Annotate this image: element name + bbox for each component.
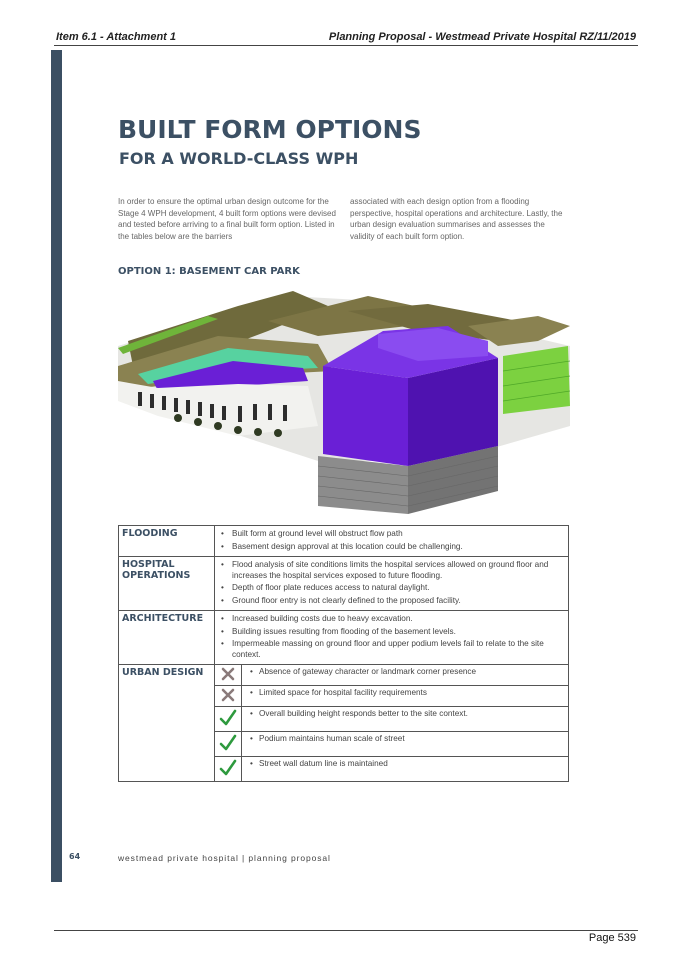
category-flooding: FLOODING [118,525,215,557]
basement-podium-front [318,456,408,514]
category-architecture: ARCHITECTURE [118,610,215,665]
table-row-urban-3: Overall building height responds better … [119,706,569,732]
hospital-cell: Flood analysis of site conditions limits… [214,556,569,611]
cross-icon [214,664,242,686]
page-subtitle: FOR A WORLD-CLASS WPH [119,149,359,168]
page-number: Page 539 [588,932,636,944]
roof-back-left [128,291,328,366]
option-table: FLOODING Built form at ground level will… [118,525,569,782]
tick-icon [214,756,242,782]
hospital-item: Depth of floor plate reduces access to n… [218,583,565,594]
intro-column-1: In order to ensure the optimal urban des… [118,197,336,241]
tower-upper [378,328,488,361]
category-urban-design: URBAN DESIGN [118,664,215,782]
table-row-urban-5: Street wall datum line is maintained [119,756,569,782]
architecture-item: Increased building costs due to heavy ex… [218,614,565,625]
footer-page-number: 64 [69,852,81,861]
table-row-architecture: ARCHITECTURE Increased building costs du… [118,610,569,665]
table-row-flooding: FLOODING Built form at ground level will… [118,525,569,557]
tower-side [408,358,498,466]
category-hospital-operations: HOSPITAL OPERATIONS [118,556,215,611]
urban-item: Absence of gateway character or landmark… [241,664,569,686]
green-strip-left [118,316,218,354]
tower-front [323,366,408,466]
sidebar-bar [51,50,62,882]
purple-roof-left [153,361,308,391]
facade-left-wing [118,381,318,436]
intro-column-2: associated with each design option from … [350,197,563,241]
tick-icon [214,706,242,732]
table-row-hospital: HOSPITAL OPERATIONS Flood analysis of si… [118,556,569,611]
urban-item: Street wall datum line is maintained [241,756,569,782]
header-rule [54,45,638,46]
urban-item: Limited space for hospital facility requ… [241,685,569,707]
facade-windows [138,392,287,422]
footer-text: westmead private hospital | planning pro… [118,853,331,863]
basement-podium-side [408,446,498,514]
architecture-cell: Increased building costs due to heavy ex… [214,610,569,665]
flooding-item: Built form at ground level will obstruct… [218,529,565,540]
footer-rule [54,930,638,931]
hospital-item: Flood analysis of site conditions limits… [218,560,565,581]
green-building [503,346,570,414]
flooding-cell: Built form at ground level will obstruct… [214,525,569,557]
hospital-item: Ground floor entry is not clearly define… [218,596,565,607]
option-heading: OPTION 1: BASEMENT CAR PARK [118,266,300,277]
urban-item: Podium maintains human scale of street [241,731,569,757]
table-row-urban-1: URBAN DESIGN Absence of gateway characte… [118,664,569,782]
header-right: Planning Proposal - Westmead Private Hos… [328,31,636,43]
basement-lines [317,455,499,507]
green-building-lines [502,360,570,402]
header-left: Item 6.1 - Attachment 1 [56,31,177,43]
urban-item: Overall building height responds better … [241,706,569,732]
roof-right [468,316,570,346]
flooding-item: Basement design approval at this locatio… [218,542,565,553]
architecture-item: Building issues resulting from flooding … [218,627,565,638]
page-title: BUILT FORM OPTIONS [118,115,422,144]
architecture-item: Impermeable massing on ground floor and … [218,639,565,660]
cross-icon [214,685,242,707]
tick-icon [214,731,242,757]
building-render-image [118,291,570,514]
roof-back-center [268,296,438,336]
